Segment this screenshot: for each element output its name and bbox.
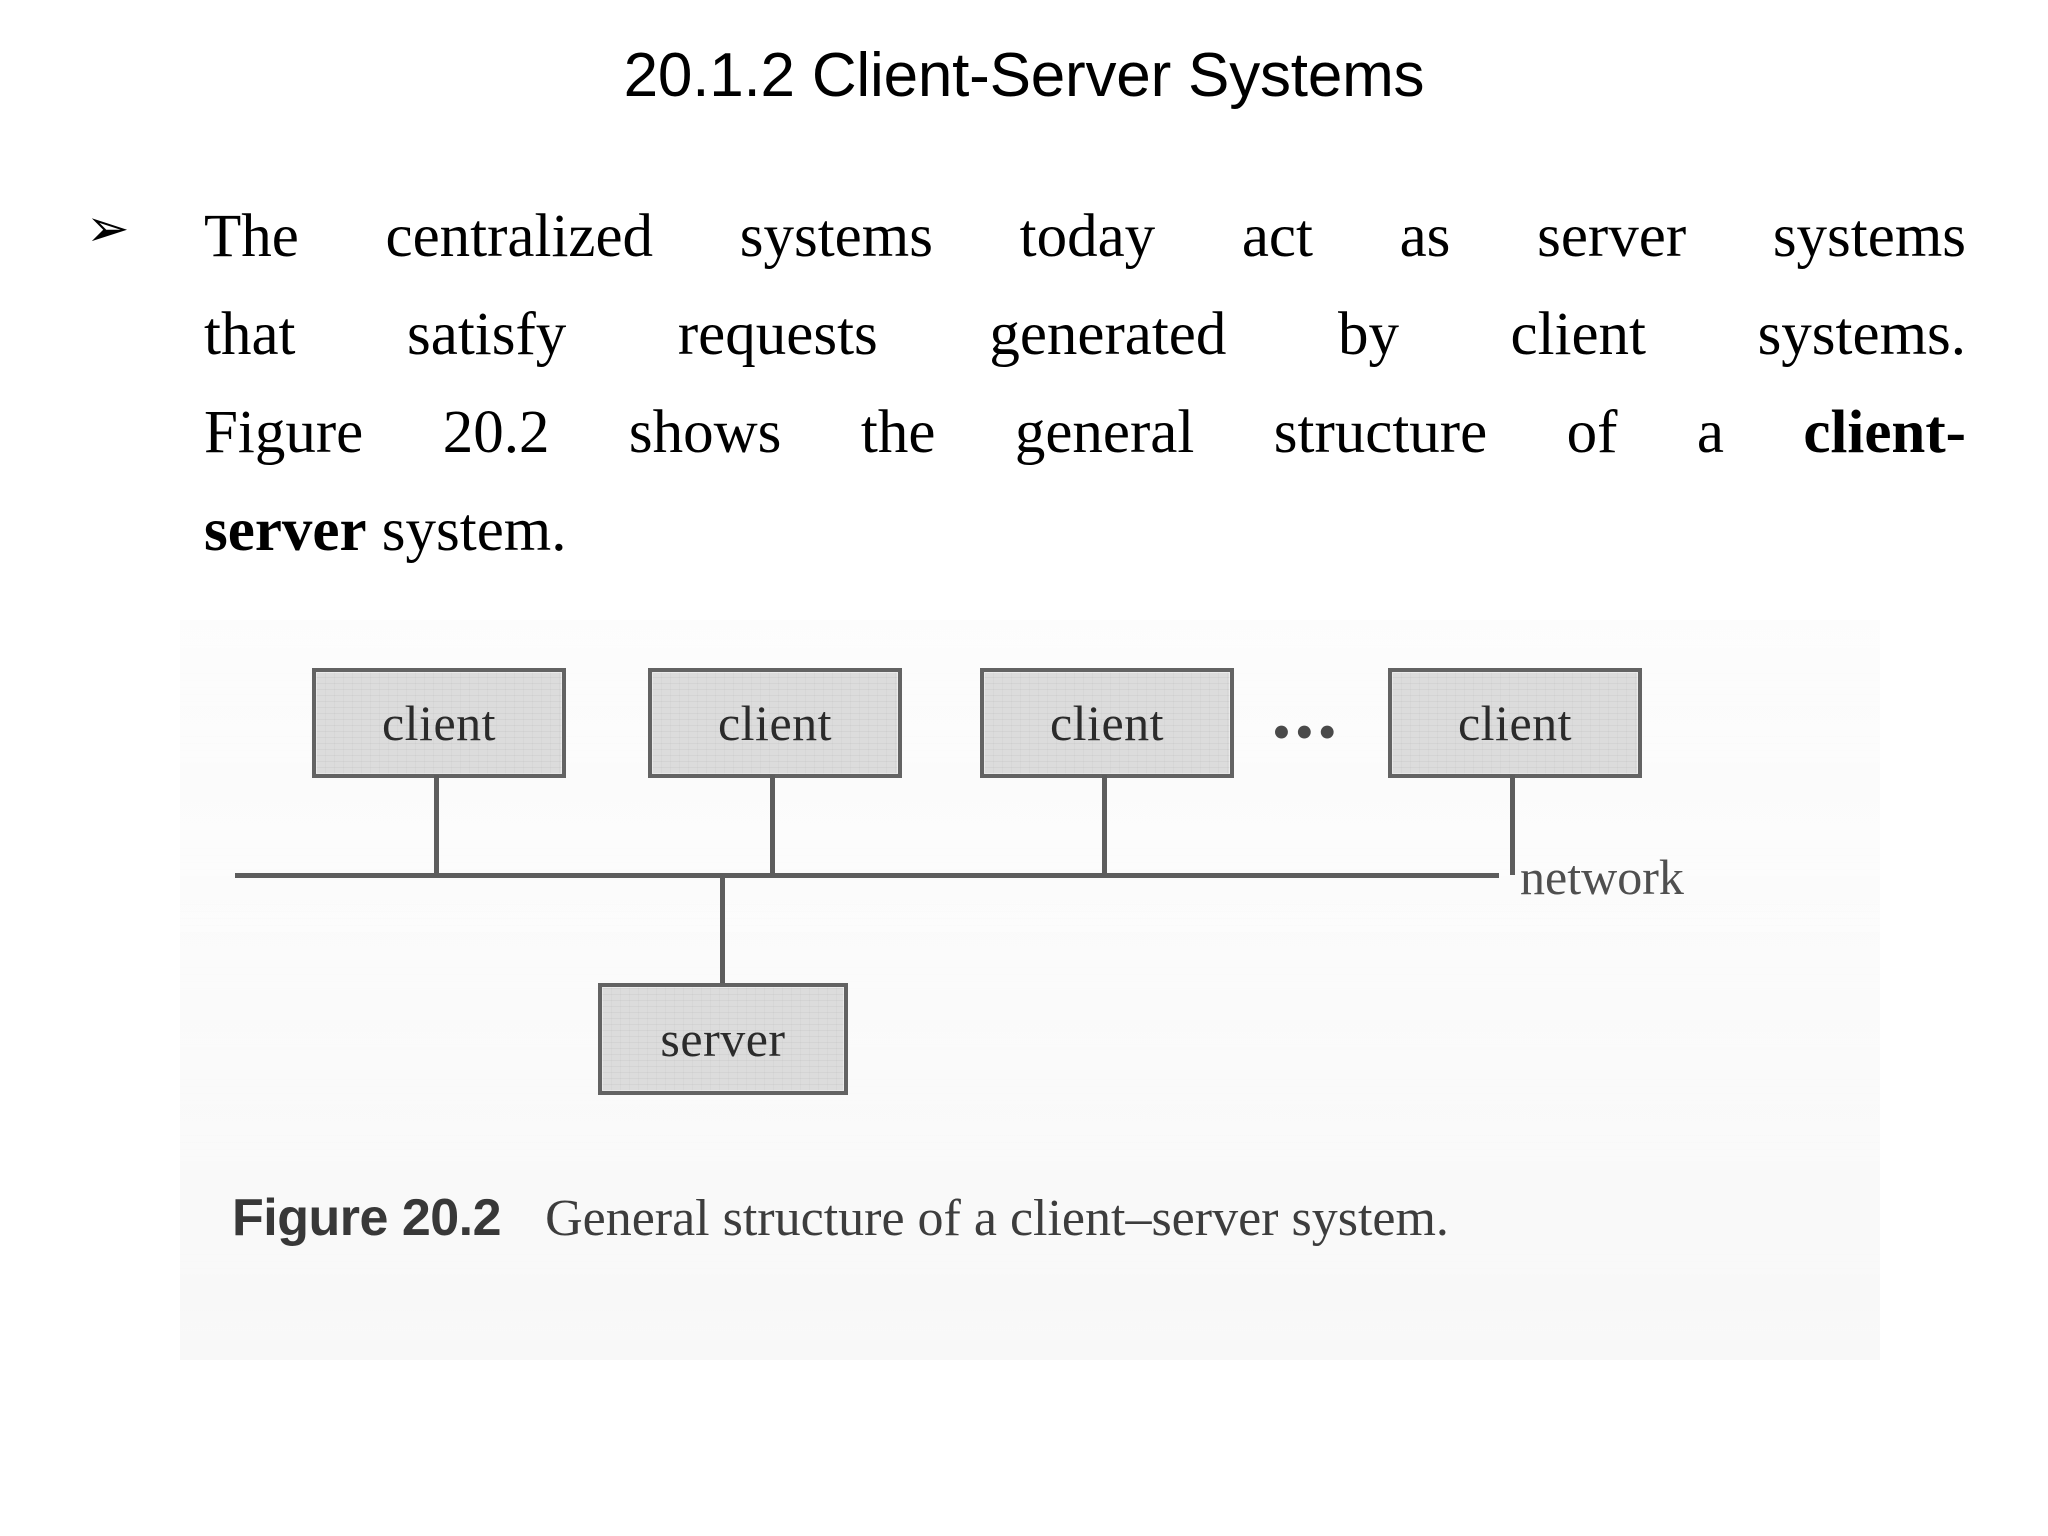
figure-caption: Figure 20.2 General structure of a client… xyxy=(232,1188,1932,1248)
network-label: network xyxy=(1520,849,1684,905)
page-title: 20.1.2 Client-Server Systems xyxy=(623,41,1425,110)
bullet-line-3: Figure 20.2 shows the general structure … xyxy=(204,384,1966,482)
client-3-link xyxy=(1102,775,1107,875)
client-2-link xyxy=(770,775,775,875)
client-node-4[interactable]: client xyxy=(1388,668,1642,778)
client-1-link xyxy=(434,775,439,875)
server-link xyxy=(720,873,725,985)
bullet-line-3-text: Figure 20.2 shows the general structure … xyxy=(204,399,1804,466)
bullet-line-2-text: that satisfy requests generated by clien… xyxy=(204,301,1966,368)
figure-description: General structure of a client–server sys… xyxy=(545,1190,1449,1247)
ellipsis-icon: ••• xyxy=(1272,702,1341,762)
bullet-line-4-emphasis: server xyxy=(204,497,367,564)
bullet-line-4-text: system. xyxy=(366,497,567,564)
bullet-paragraph: ➢ The centralized systems today act as s… xyxy=(86,188,1966,580)
bullet-line-1-text: The centralized systems today act as ser… xyxy=(204,203,1966,270)
server-node-label: server xyxy=(660,1011,786,1067)
network-bus-line xyxy=(235,873,1465,878)
network-label-leader xyxy=(1465,873,1499,878)
client-node-3-label: client xyxy=(1049,695,1165,751)
arrowhead-bullet-icon: ➢ xyxy=(86,199,130,259)
bullet-line-1: The centralized systems today act as ser… xyxy=(204,188,1966,286)
bullet-line-2: that satisfy requests generated by clien… xyxy=(204,286,1966,384)
client-node-3[interactable]: client xyxy=(980,668,1234,778)
bullet-text-body: The centralized systems today act as ser… xyxy=(204,188,1966,580)
client-node-1[interactable]: client xyxy=(312,668,566,778)
client-node-4-label: client xyxy=(1457,695,1573,751)
figure-number: Figure 20.2 xyxy=(232,1189,502,1247)
client-node-2[interactable]: client xyxy=(648,668,902,778)
client-server-diagram: client client client ••• client network … xyxy=(180,620,1880,1360)
client-node-2-label: client xyxy=(717,695,833,751)
bullet-line-4: server system. xyxy=(204,482,1966,580)
bullet-line-3-emphasis: client- xyxy=(1803,399,1966,466)
server-node[interactable]: server xyxy=(598,983,848,1095)
client-node-1-label: client xyxy=(381,695,497,751)
client-4-link xyxy=(1510,775,1515,875)
